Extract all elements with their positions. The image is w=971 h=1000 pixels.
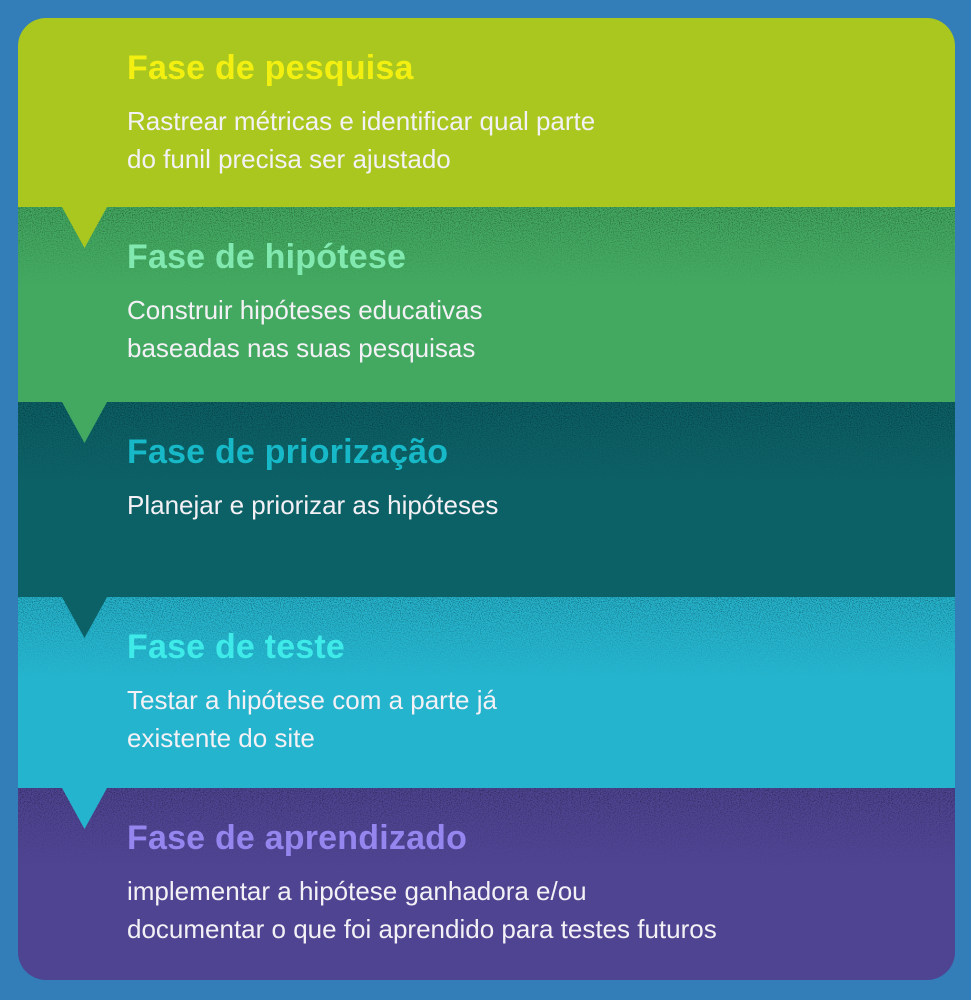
- phase-arrow-notch: [62, 207, 107, 248]
- phase-title: Fase de hipótese: [127, 238, 407, 276]
- phase-title: Fase de priorização: [127, 433, 449, 471]
- phase-title: Fase de pesquisa: [127, 49, 414, 87]
- phase-arrow-notch: [62, 402, 107, 443]
- phase-band-teste: Fase de teste Testar a hipótese com a pa…: [18, 597, 955, 788]
- phase-band-hipotese: Fase de hipótese Construir hipóteses edu…: [18, 207, 955, 402]
- phase-arrow-notch: [62, 597, 107, 638]
- phase-description: Rastrear métricas e identificar qual par…: [127, 106, 596, 174]
- phase-description: implementar a hipótese ganhadora e/ou do…: [127, 876, 717, 944]
- phase-description: Testar a hipótese com a parte já existen…: [127, 685, 497, 753]
- phase-band-aprendizado: Fase de aprendizado implementar a hipóte…: [18, 788, 955, 980]
- phase-arrow-notch: [62, 788, 107, 829]
- phase-band-pesquisa: Fase de pesquisa Rastrear métricas e ide…: [18, 18, 955, 207]
- phase-band-priorizacao: Fase de priorização Planejar e priorizar…: [18, 402, 955, 597]
- phase-description: Planejar e priorizar as hipóteses: [127, 490, 499, 520]
- phases-card: Fase de pesquisa Rastrear métricas e ide…: [18, 18, 955, 980]
- phase-title: Fase de aprendizado: [127, 819, 468, 857]
- phase-title: Fase de teste: [127, 628, 346, 666]
- phase-description: Construir hipóteses educativas baseadas …: [127, 295, 483, 363]
